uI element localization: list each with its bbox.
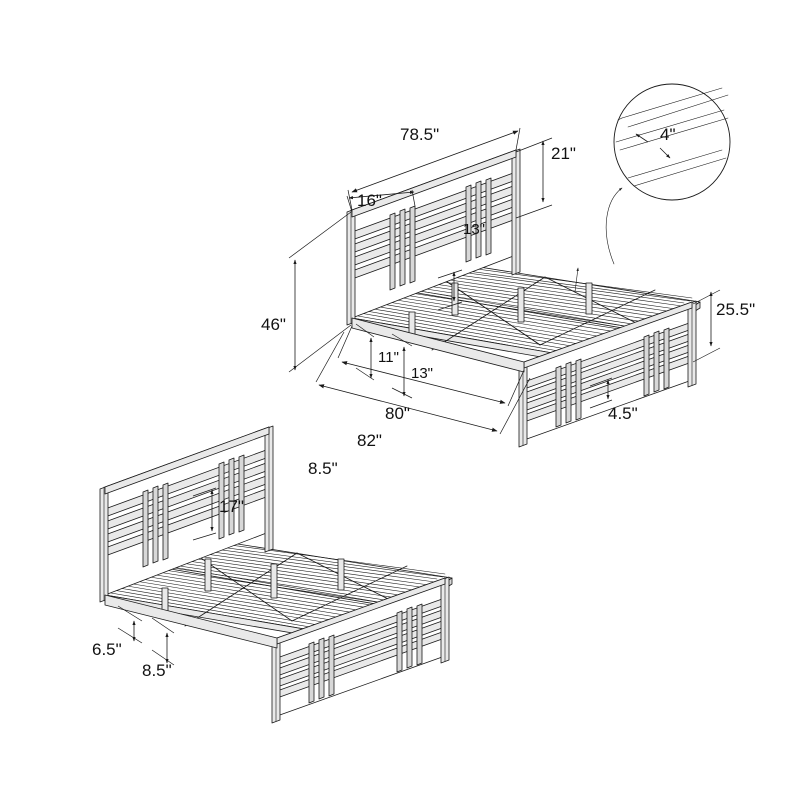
side-rail-lower [104, 594, 278, 649]
dim-footboard-height: 25.5" [692, 289, 755, 363]
dim-label-deck-offset: 8.5" [142, 661, 172, 680]
dimension-set-lower: 17" 6.5" 8.5" [92, 487, 244, 680]
footboard-slat-group-right [643, 327, 670, 397]
dim-label-deck-height: 13" [411, 365, 433, 382]
footboard-upper [518, 300, 697, 448]
dim-label-footboard-height: 25.5" [716, 300, 755, 319]
footboard-lower-right-post [440, 576, 450, 664]
dim-label-frame-rail-height: 6.5" [92, 640, 122, 659]
slat-spacing-detail-callout: 4" [574, 83, 731, 293]
dim-leg-offset: 8.5" [308, 459, 338, 478]
headboard-lower-slat-group-right [218, 454, 245, 540]
support-legs-upper [408, 282, 593, 341]
dim-frame-rail-height: 6.5" [92, 605, 143, 659]
dim-overall-headboard-height: 46" [261, 211, 352, 373]
dim-headboard-top-band: 21" [515, 137, 576, 219]
headboard-right-post [511, 148, 521, 276]
footboard-lower [271, 576, 450, 724]
headboard-lower-right-post [264, 425, 274, 553]
footboard-lower-slat-group-left [308, 634, 335, 704]
headboard-lower-slat-group-left [142, 482, 169, 568]
footboard-left-post [518, 360, 528, 448]
dim-label-headboard-lower-band: 13" [463, 221, 485, 238]
dim-label-headboard-top-band: 21" [551, 144, 576, 163]
dim-headboard-slat-group: 16" [346, 189, 416, 213]
dim-overall-length: 82" [315, 331, 531, 450]
headboard-left-post [346, 208, 356, 326]
dimension-set-upper: 78.5" 21" 16" 13" 46" [261, 125, 755, 478]
headboard-lower [99, 425, 274, 603]
headboard-slat-group-right [465, 177, 492, 263]
upper-bed-assembly [346, 148, 701, 448]
footboard-lower-left-post [271, 636, 281, 724]
headboard-slat-group-left [389, 205, 416, 291]
dim-label-footboard-lower-band: 4.5" [608, 404, 638, 423]
side-rail-upper [351, 317, 525, 373]
dim-footboard-lower-band: 4.5" [589, 377, 638, 423]
dim-label-deck-clearance: 11" [378, 349, 399, 366]
dim-deck-offset: 8.5" [142, 617, 175, 680]
headboard-lower-left-post [99, 485, 109, 603]
lower-bed-assembly [99, 425, 453, 724]
dim-label-leg-offset: 8.5" [308, 459, 338, 478]
dim-label-headboard-width: 78.5" [400, 125, 439, 144]
dim-label-overall-length: 82" [357, 431, 382, 450]
dim-headboard-lower-band: 13" [437, 221, 485, 311]
dim-label-mattress-length: 80" [385, 404, 410, 423]
dim-label-headboard-clearance: 17" [219, 497, 244, 516]
dim-label-headboard-slat-group: 16" [357, 191, 382, 210]
footboard-lower-slat-group-right [396, 603, 423, 673]
footboard-right-post [687, 300, 697, 388]
dim-label-overall-headboard-height: 46" [261, 315, 286, 334]
footboard-slat-group-left [555, 358, 582, 428]
dim-label-slat-spacing: 4" [660, 125, 676, 144]
dim-headboard-clearance: 17" [192, 487, 244, 541]
